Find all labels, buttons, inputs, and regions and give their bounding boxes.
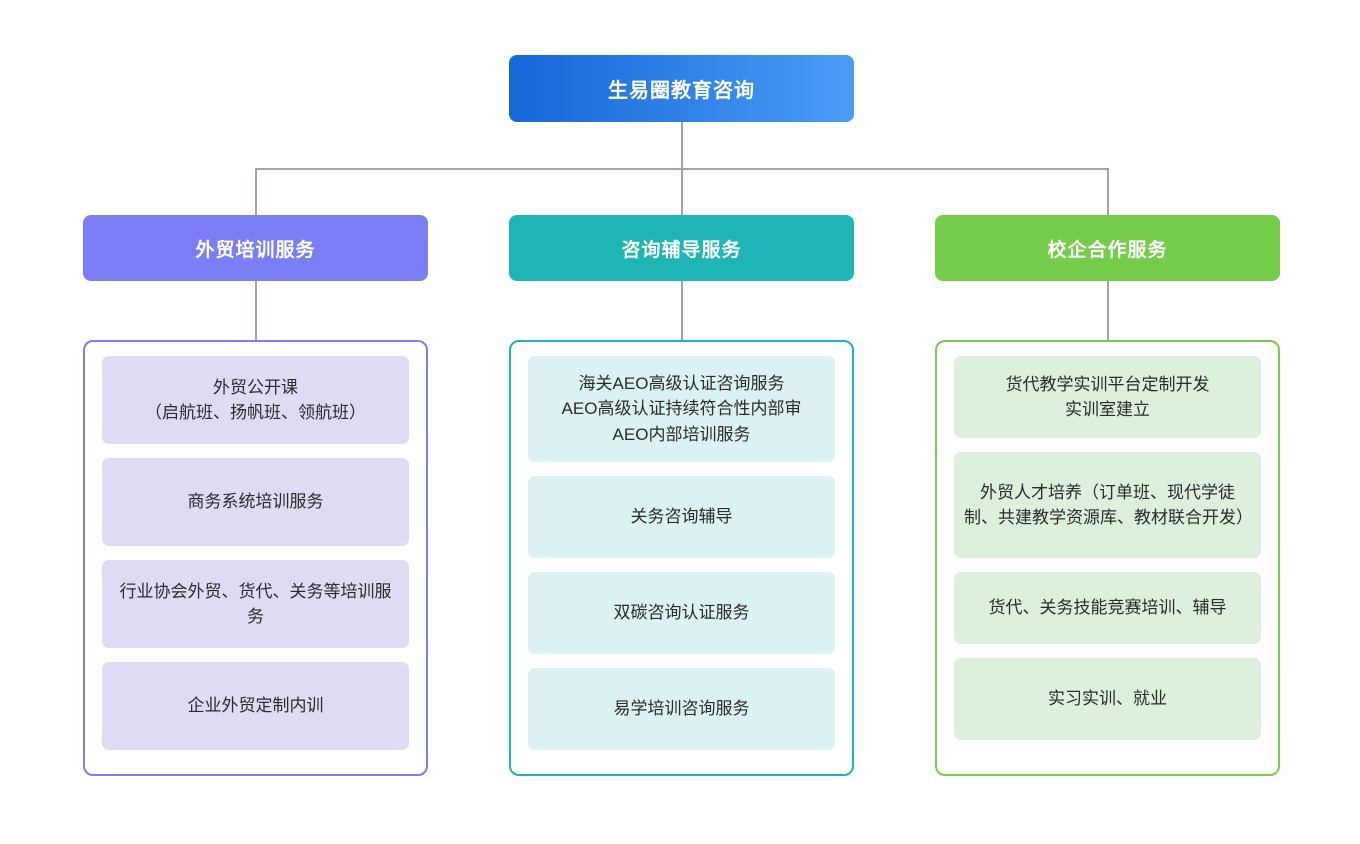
connector-root-stem <box>681 122 683 169</box>
column-header-3-label: 校企合作服务 <box>1047 239 1168 261</box>
service-item[interactable]: 实习实训、就业 <box>954 658 1261 740</box>
root-node[interactable]: 生易圈教育咨询 <box>509 55 854 122</box>
connector-branch-stem-2 <box>681 168 683 216</box>
connector-branch-stem-1 <box>255 168 257 216</box>
service-item[interactable]: 外贸人才培养（订单班、现代学徒制、共建教学资源库、教材联合开发） <box>954 452 1261 558</box>
connector-header-to-group-3 <box>1107 281 1109 341</box>
service-item-label: 货代、关务技能竞赛培训、辅导 <box>988 598 1227 618</box>
column-header-1-label: 外贸培训服务 <box>195 239 316 261</box>
service-item[interactable]: 海关AEO高级认证咨询服务 AEO高级认证持续符合性内部审 AEO内部培训服务 <box>528 356 835 462</box>
column-header-2[interactable]: 咨询辅导服务 <box>509 215 854 281</box>
service-item[interactable]: 关务咨询辅导 <box>528 476 835 558</box>
service-item[interactable]: 货代教学实训平台定制开发 实训室建立 <box>954 356 1261 438</box>
service-item[interactable]: 企业外贸定制内训 <box>102 662 409 750</box>
column-group-1: 外贸公开课 （启航班、扬帆班、领航班） 商务系统培训服务行业协会外贸、货代、关务等… <box>83 340 428 776</box>
service-item[interactable]: 易学培训咨询服务 <box>528 668 835 750</box>
service-item[interactable]: 货代、关务技能竞赛培训、辅导 <box>954 572 1261 644</box>
service-item-label: 双碳咨询认证服务 <box>613 603 750 623</box>
service-item[interactable]: 商务系统培训服务 <box>102 458 409 546</box>
column-group-2: 海关AEO高级认证咨询服务 AEO高级认证持续符合性内部审 AEO内部培训服务关… <box>509 340 854 776</box>
service-item-label: 商务系统培训服务 <box>187 492 324 512</box>
column-group-3: 货代教学实训平台定制开发 实训室建立外贸人才培养（订单班、现代学徒制、共建教学资… <box>935 340 1280 776</box>
column-header-1[interactable]: 外贸培训服务 <box>83 215 428 281</box>
column-header-2-label: 咨询辅导服务 <box>621 239 742 261</box>
service-item[interactable]: 双碳咨询认证服务 <box>528 572 835 654</box>
service-item-label: 关务咨询辅导 <box>630 507 733 527</box>
connector-header-to-group-2 <box>681 281 683 341</box>
service-item-label: 企业外贸定制内训 <box>187 696 324 716</box>
service-item-label: 外贸人才培养（订单班、现代学徒制、共建教学资源库、教材联合开发） <box>964 482 1253 528</box>
service-item-label: 易学培训咨询服务 <box>613 699 750 719</box>
connector-branch-stem-3 <box>1107 168 1109 216</box>
root-node-label: 生易圈教育咨询 <box>608 80 755 102</box>
service-item-label: 海关AEO高级认证咨询服务 AEO高级认证持续符合性内部审 AEO内部培训服务 <box>561 373 802 444</box>
service-item-label: 外贸公开课 （启航班、扬帆班、领航班） <box>145 377 366 423</box>
service-item-label: 实习实训、就业 <box>1048 689 1167 709</box>
service-item[interactable]: 外贸公开课 （启航班、扬帆班、领航班） <box>102 356 409 444</box>
service-item[interactable]: 行业协会外贸、货代、关务等培训服务 <box>102 560 409 648</box>
connector-header-to-group-1 <box>255 281 257 341</box>
column-header-3[interactable]: 校企合作服务 <box>935 215 1280 281</box>
service-item-label: 行业协会外贸、货代、关务等培训服务 <box>119 581 392 627</box>
service-item-label: 货代教学实训平台定制开发 实训室建立 <box>1005 374 1210 420</box>
